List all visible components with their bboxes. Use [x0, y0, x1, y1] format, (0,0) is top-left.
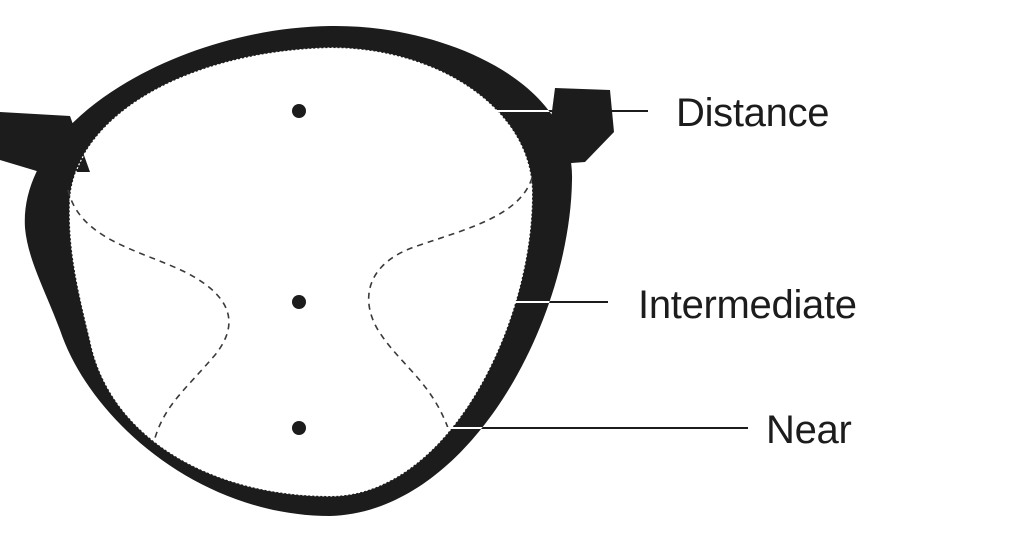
zone-boundary-left [67, 189, 230, 439]
label-near: Near [766, 408, 852, 452]
leader-lines [299, 110, 748, 429]
zone-dot-distance [292, 104, 306, 118]
zone-dot-near [292, 421, 306, 435]
label-distance: Distance [676, 91, 829, 135]
zone-boundary-right [367, 177, 533, 429]
lens-edge-dashes [69, 47, 533, 497]
label-intermediate: Intermediate [638, 283, 857, 327]
zone-dot-intermediate [292, 295, 306, 309]
lens-frame [24, 25, 573, 516]
leader-lines-over-frame [299, 110, 573, 429]
